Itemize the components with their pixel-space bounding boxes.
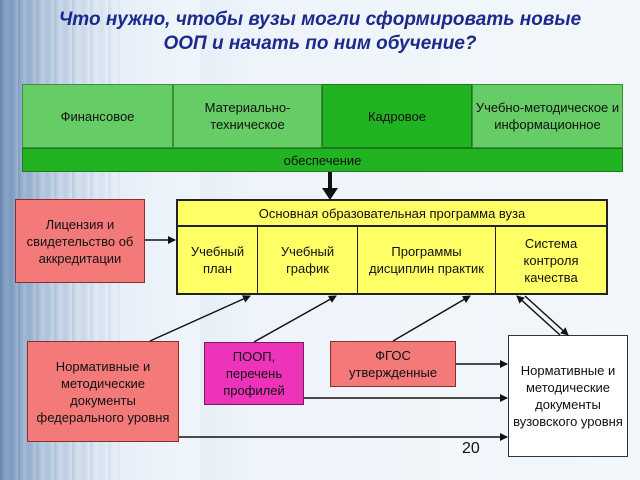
arrow-fgos-to-program (392, 295, 471, 342)
program-part-quality: Система контроля качества (523, 235, 579, 285)
arrow-federal-to-program (149, 295, 251, 342)
program-part-disciplines: Программы дисциплин практик (358, 227, 496, 293)
program-parts: Учебный план Учебный график Программы ди… (176, 225, 608, 295)
support-material: Материально-техническое (173, 84, 322, 148)
support-methodical: Учебно-методическое и информационное (472, 84, 623, 148)
program-part-plan: Учебный план (178, 227, 258, 293)
arrow-support-head (322, 188, 338, 200)
support-staff: Кадровое (322, 84, 472, 148)
federal-docs-box: Нормативные и методические документы фед… (27, 341, 179, 442)
arrow-poop-to-program (253, 295, 337, 343)
poop-box: ПООП, перечень профилей (204, 342, 304, 405)
program-part-schedule: Учебный график (258, 227, 358, 293)
support-footer: обеспечение (22, 148, 623, 172)
page-number: 20 (462, 440, 480, 457)
program-header: Основная образовательная программа вуза (176, 199, 608, 227)
support-financial: Финансовое (22, 84, 173, 148)
arrow-university-to-program (516, 295, 561, 336)
slide-title: Что нужно, чтобы вузы могли сформировать… (58, 9, 582, 54)
fgos-box: ФГОС утвержденные (330, 341, 456, 387)
university-docs-box: Нормативные и методические документы вуз… (508, 335, 628, 457)
license-box: Лицензия и свидетельство об аккредитации (15, 199, 145, 283)
arrow-program-to-university (524, 295, 569, 336)
